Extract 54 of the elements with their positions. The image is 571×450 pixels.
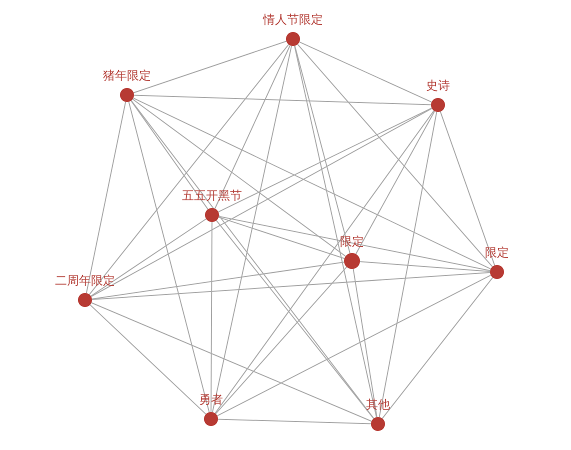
connector-line bbox=[294, 45, 377, 418]
connector-line bbox=[91, 262, 345, 300]
node-label: 其他 bbox=[366, 398, 390, 412]
connector-line bbox=[91, 272, 491, 300]
connector-line bbox=[210, 222, 212, 412]
connector-line bbox=[212, 45, 292, 413]
connector-line bbox=[218, 216, 491, 272]
connector-line bbox=[130, 100, 374, 419]
node-label: 史诗 bbox=[426, 80, 450, 92]
connector-line bbox=[133, 40, 287, 94]
node-dot bbox=[286, 32, 300, 46]
node-dot bbox=[490, 265, 504, 279]
connector-line bbox=[86, 101, 126, 294]
node-label: 勇者 bbox=[199, 394, 223, 406]
node-dot bbox=[204, 412, 218, 426]
node-dot bbox=[371, 417, 385, 431]
node-label: 情人节限定 bbox=[263, 14, 323, 26]
node-label: 猪年限定 bbox=[103, 70, 151, 82]
node-label: 二周年限定 bbox=[55, 274, 115, 288]
connector-line bbox=[218, 108, 432, 212]
connector-line bbox=[132, 98, 492, 270]
connector-line bbox=[352, 268, 378, 418]
connector-line bbox=[216, 220, 374, 420]
node-dot bbox=[78, 293, 92, 307]
connector-line bbox=[297, 44, 493, 268]
connector-line bbox=[88, 44, 290, 296]
node-dot bbox=[120, 88, 134, 102]
connector-line bbox=[128, 101, 210, 413]
connector-line bbox=[216, 274, 492, 416]
connector-line bbox=[214, 110, 434, 414]
node-dot bbox=[205, 208, 219, 222]
connector-line bbox=[90, 302, 372, 422]
connector-line bbox=[215, 266, 348, 414]
connector-line bbox=[294, 45, 350, 254]
connector-line bbox=[355, 110, 436, 254]
connector-line bbox=[382, 277, 494, 419]
connector-line bbox=[440, 111, 496, 266]
node-label: 限定 bbox=[340, 236, 364, 248]
connector-line bbox=[132, 98, 346, 257]
connector-line bbox=[90, 108, 432, 298]
connector-line bbox=[130, 100, 208, 210]
connector-line bbox=[218, 216, 345, 259]
node-dot bbox=[431, 98, 445, 112]
node-label: 五五开黑节 bbox=[182, 190, 242, 202]
connector-line bbox=[214, 44, 291, 210]
connector-line bbox=[298, 41, 432, 103]
connector-line bbox=[378, 111, 438, 418]
node-dot bbox=[344, 253, 360, 269]
node-label: 限定 bbox=[485, 246, 509, 260]
connector-line bbox=[90, 304, 206, 415]
connector-line bbox=[90, 218, 207, 297]
connector-line bbox=[218, 418, 372, 424]
connector-line bbox=[134, 94, 432, 106]
connector-line bbox=[359, 261, 491, 272]
